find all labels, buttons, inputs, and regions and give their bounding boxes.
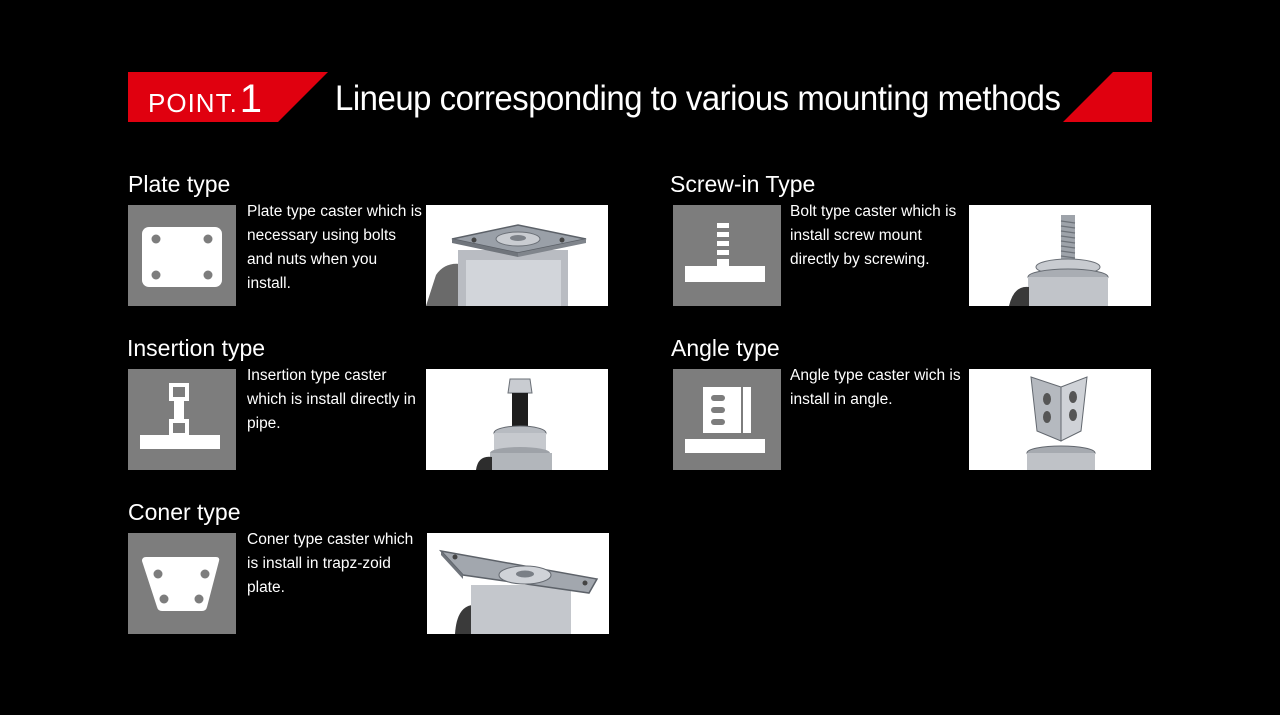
angle-mount-icon	[673, 369, 781, 470]
insertion-mount-icon	[128, 369, 236, 470]
point-label: POINT. 1	[148, 72, 262, 122]
point-number: 1	[239, 77, 263, 121]
corner-caster-photo	[427, 533, 609, 634]
plate-caster-photo	[426, 205, 608, 306]
card-description: Bolt type caster which is install screw …	[790, 203, 957, 268]
point-word: POINT.	[148, 88, 238, 118]
card-title: Screw-in Type	[670, 171, 816, 197]
card-title: Plate type	[128, 171, 231, 197]
card-angle-type: Angle type Angle type caster wich is ins…	[671, 334, 1153, 474]
card-description: Coner type caster which is install in tr…	[247, 531, 414, 596]
page-title: Lineup corresponding to various mounting…	[335, 79, 1061, 118]
screw-mount-icon	[673, 205, 781, 306]
card-corner-type: Coner type Coner type caster which is in…	[128, 498, 610, 638]
card-title: Angle type	[671, 335, 780, 361]
card-screw-in-type: Screw-in Type Bolt type caster which is …	[670, 170, 1152, 310]
card-insertion-type: Insertion type Insertion type caster whi…	[127, 334, 609, 474]
card-title: Insertion type	[127, 335, 266, 361]
corner-mount-icon	[128, 533, 236, 634]
card-title: Coner type	[128, 499, 241, 525]
plate-mount-icon	[128, 205, 236, 306]
card-description: Angle type caster wich is install in ang…	[790, 367, 961, 408]
insertion-caster-photo	[426, 369, 608, 470]
card-description: Plate type caster which is necessary usi…	[247, 203, 422, 292]
header-banner: POINT. 1 Lineup corresponding to various…	[128, 72, 1152, 122]
angle-caster-photo	[969, 369, 1151, 470]
card-plate-type: Plate type Plate type caster which is ne…	[128, 170, 610, 310]
banner-background	[128, 72, 1152, 122]
screw-caster-photo	[969, 205, 1151, 306]
card-description: Insertion type caster which is install d…	[247, 367, 416, 432]
